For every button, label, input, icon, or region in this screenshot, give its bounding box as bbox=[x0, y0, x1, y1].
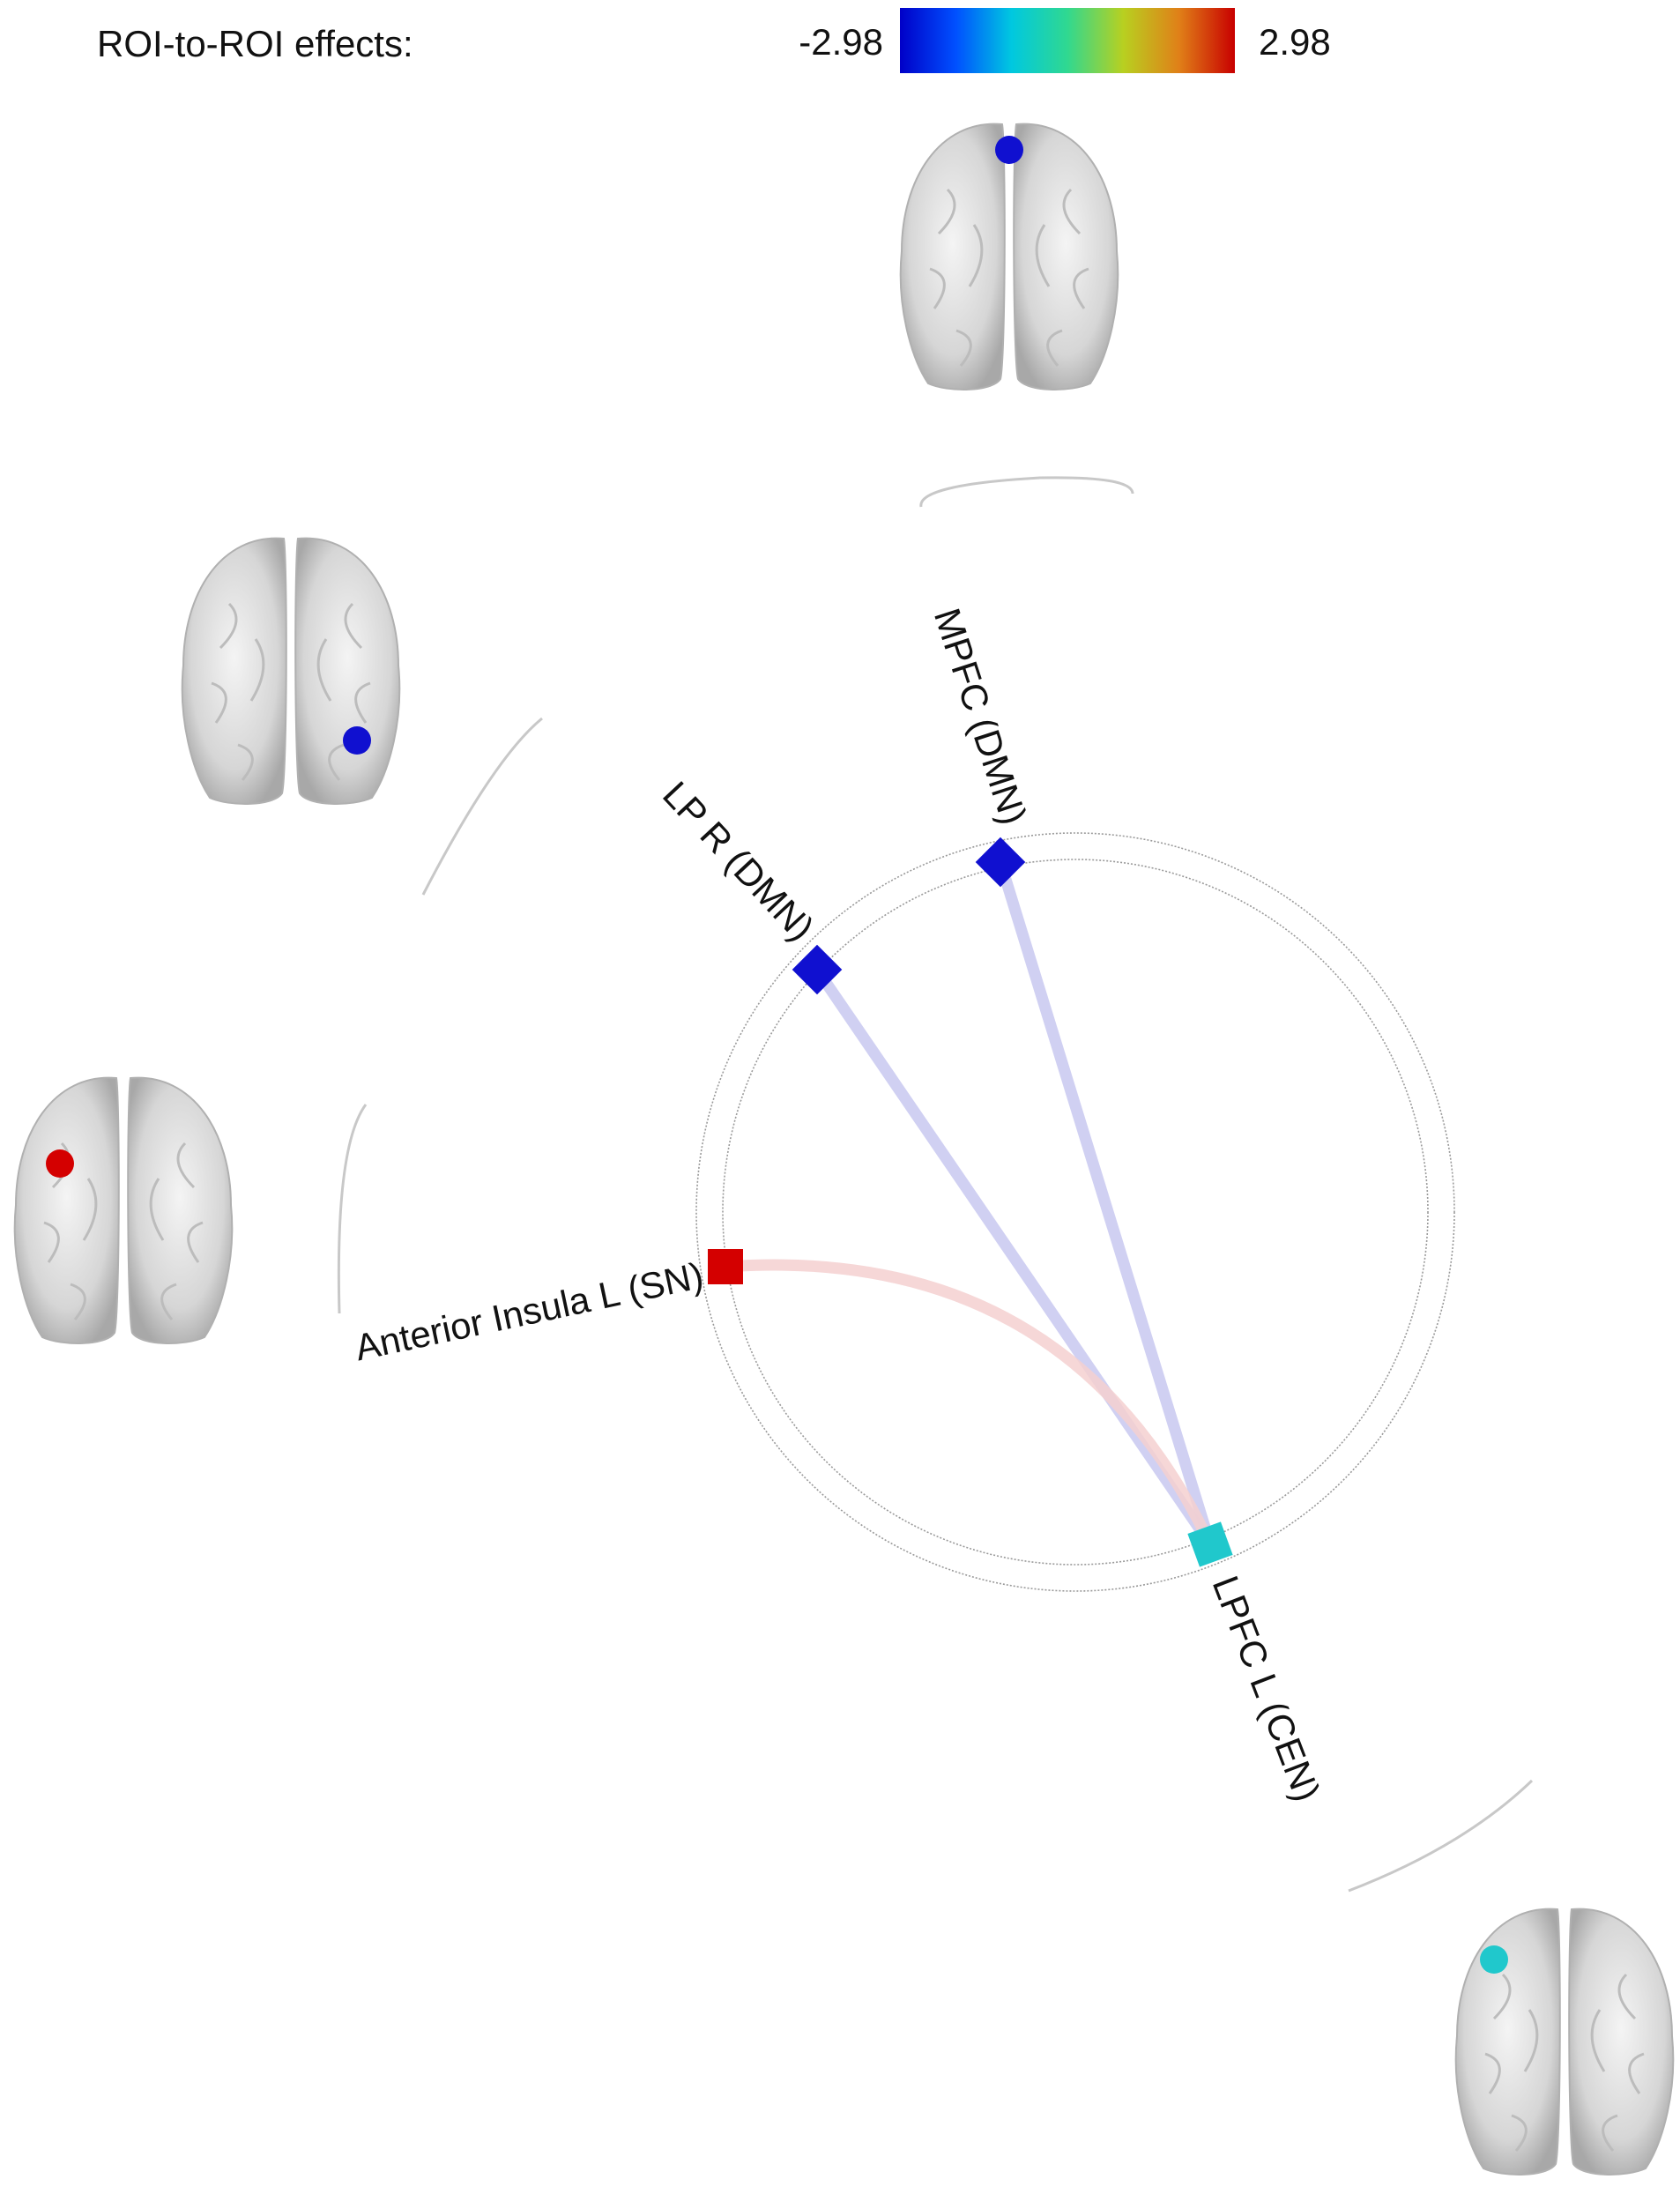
colorbar-max-label: 2.98 bbox=[1259, 21, 1331, 63]
roi-label-lpr: LP R (DMN) bbox=[655, 773, 822, 948]
roi-dot-ains bbox=[46, 1149, 74, 1178]
roi-node-mpfc bbox=[975, 837, 1026, 888]
brain-axial-icon bbox=[181, 537, 401, 805]
roi-dot-lpfc bbox=[1480, 1945, 1508, 1974]
roi-label-mpfc: MPFC (DMN) bbox=[926, 603, 1035, 829]
connection-lpr-lpfc bbox=[811, 963, 1216, 1551]
roi-node-lpr bbox=[792, 944, 843, 995]
roi-label-ains: Anterior Insula L (SN) bbox=[352, 1254, 707, 1369]
roi-dot-lpr bbox=[343, 726, 371, 755]
brain-axial-icon bbox=[899, 123, 1119, 390]
inner-ring bbox=[722, 859, 1429, 1566]
colorbar-title: ROI-to-ROI effects: bbox=[97, 23, 413, 64]
roi-label-lpfc: LPFC L (CEN) bbox=[1205, 1570, 1328, 1806]
roi-dot-mpfc bbox=[995, 136, 1023, 164]
outer-ring bbox=[695, 832, 1455, 1592]
roi-node-lpfc bbox=[1187, 1521, 1233, 1567]
connection-ains-lpfc bbox=[719, 1259, 1216, 1551]
colorbar-gradient bbox=[900, 8, 1235, 73]
group-arc-ains bbox=[337, 1104, 368, 1314]
colorbar-min-label: -2.98 bbox=[799, 21, 883, 63]
group-arc-lpfc bbox=[1348, 1779, 1534, 1893]
roi-nodes: MPFC (DMN) LP R (DMN) Anterior Insula L (S… bbox=[352, 603, 1328, 1806]
connection-mpfc-lpfc bbox=[994, 856, 1216, 1551]
roi-node-ains bbox=[708, 1249, 743, 1284]
brain-axial-icon bbox=[1454, 1908, 1675, 2176]
group-arc-mpfc bbox=[919, 476, 1134, 508]
brain-axial-icon bbox=[13, 1076, 234, 1344]
group-arc-lpr bbox=[421, 717, 543, 896]
connections bbox=[719, 856, 1216, 1551]
